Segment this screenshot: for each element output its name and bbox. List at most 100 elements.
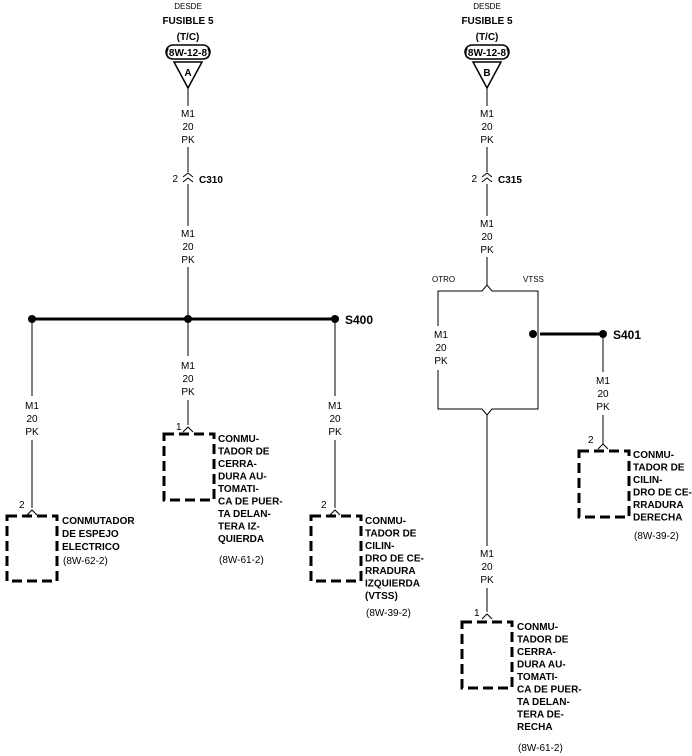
svg-text:M1: M1 <box>25 401 39 412</box>
svg-text:PK: PK <box>181 387 195 398</box>
splice-s401-label: S401 <box>613 328 641 342</box>
svg-text:20: 20 <box>182 242 194 253</box>
cyl-right-ref: (8W-39-2) <box>634 531 679 542</box>
c310-pin: 2 <box>172 174 178 185</box>
wire-label-b-2: M1 20 PK <box>480 219 494 256</box>
lock-right-ref: (8W-61-2) <box>518 743 563 754</box>
source-a-circuit: (T/C) <box>177 32 200 43</box>
svg-text:20: 20 <box>481 122 493 133</box>
c310-name: C310 <box>199 175 223 186</box>
splice-s401-dot-right <box>599 330 607 338</box>
option-bracket-bottom <box>437 404 539 416</box>
source-b-fuse: FUSIBLE 5 <box>461 16 513 27</box>
svg-text:20: 20 <box>435 343 447 354</box>
svg-text:20: 20 <box>329 414 341 425</box>
svg-text:M1: M1 <box>596 376 610 387</box>
svg-text:20: 20 <box>182 374 194 385</box>
svg-text:M1: M1 <box>434 330 448 341</box>
svg-text:M1: M1 <box>480 109 494 120</box>
lockr-pin: 1 <box>474 608 480 619</box>
c310-chevron-top <box>182 172 194 178</box>
wire-label-lockl: M1 20 PK <box>181 361 195 398</box>
svg-text:20: 20 <box>182 122 194 133</box>
svg-text:M1: M1 <box>328 401 342 412</box>
mirror-switch-label: CONMUTADOR DE ESPEJO ELECTRICO <box>62 516 137 553</box>
c310-chevron-bottom <box>182 177 194 183</box>
source-a-from: DESDE <box>174 2 202 11</box>
source-a-letter: A <box>184 68 191 79</box>
splice-dot-center <box>184 315 192 323</box>
wire-label-lockr: M1 20 PK <box>480 549 494 586</box>
source-a-triangle <box>172 61 204 90</box>
svg-text:20: 20 <box>597 389 609 400</box>
splice-s400-label: S400 <box>345 313 373 327</box>
source-b-letter: B <box>483 68 490 79</box>
source-b-circuit: (T/C) <box>476 32 499 43</box>
svg-text:M1: M1 <box>181 361 195 372</box>
source-a-fuse: FUSIBLE 5 <box>162 16 214 27</box>
wire-label-otro: M1 20 PK <box>434 330 448 367</box>
lock-right-label: CONMU- TADOR DE CERRA- DURA AU- TOMATI- … <box>517 622 584 733</box>
option-bracket-top <box>437 284 539 296</box>
cyll-pin: 2 <box>321 500 327 511</box>
cyl-left-box <box>309 514 363 583</box>
source-b-ref-oval <box>464 44 510 60</box>
svg-text:20: 20 <box>26 414 38 425</box>
c315-pin: 2 <box>471 174 477 185</box>
c315-chevron-bottom <box>481 177 493 183</box>
lockl-terminal-chevron <box>182 426 194 433</box>
svg-text:20: 20 <box>481 562 493 573</box>
wire-label-cyll: M1 20 PK <box>328 401 342 438</box>
wire-label-a-1: M1 20 PK <box>181 109 195 146</box>
svg-text:PK: PK <box>25 427 39 438</box>
svg-text:M1: M1 <box>181 109 195 120</box>
cyl-left-ref: (8W-39-2) <box>366 608 411 619</box>
svg-text:PK: PK <box>480 135 494 146</box>
option-label-otro: OTRO <box>432 275 455 284</box>
connector-c315: 2 C315 <box>471 172 522 186</box>
source-b-triangle <box>471 61 503 90</box>
cylr-pin: 2 <box>588 435 594 446</box>
c315-chevron-top <box>481 172 493 178</box>
svg-text:PK: PK <box>181 135 195 146</box>
option-label-vtss: VTSS <box>523 275 544 284</box>
wire-label-mirror: M1 20 PK <box>25 401 39 438</box>
lock-left-ref: (8W-61-2) <box>219 555 264 566</box>
svg-text:PK: PK <box>434 356 448 367</box>
source-b: DESDE FUSIBLE 5 (T/C) (8W-12-8) B <box>461 2 513 90</box>
source-a-ref: (8W-12-8) <box>166 48 211 59</box>
svg-text:M1: M1 <box>480 219 494 230</box>
svg-text:20: 20 <box>481 232 493 243</box>
wire-label-a-2: M1 20 PK <box>181 229 195 266</box>
lock-right-box <box>460 620 514 690</box>
svg-text:PK: PK <box>596 402 610 413</box>
svg-text:PK: PK <box>328 427 342 438</box>
cyll-terminal-chevron <box>329 509 341 516</box>
mirror-switch-box <box>5 514 59 583</box>
source-a-ref-oval <box>165 44 211 60</box>
svg-text:M1: M1 <box>181 229 195 240</box>
lock-left-label: CONMU- TADOR DE CERRA- DURA AU- TOMATI- … <box>218 434 285 545</box>
splice-s401-dot-left <box>529 330 537 338</box>
cyl-right-box <box>577 449 631 519</box>
wire-label-cylr: M1 20 PK <box>596 376 610 413</box>
cylr-terminal-chevron <box>597 443 609 450</box>
mirror-terminal-chevron <box>26 509 38 516</box>
svg-text:PK: PK <box>181 255 195 266</box>
mirror-switch-ref: (8W-62-2) <box>63 556 108 567</box>
c315-name: C315 <box>498 175 522 186</box>
cyl-right-label: CONMU- TADOR DE CILIN- DRO DE CE- RRADUR… <box>633 450 692 524</box>
lock-left-box <box>162 432 216 502</box>
splice-dot-right <box>331 315 339 323</box>
svg-text:PK: PK <box>480 575 494 586</box>
source-b-from: DESDE <box>473 2 501 11</box>
cyl-left-label: CONMU- TADOR DE CILIN- DRO DE CE- RRADUR… <box>365 516 427 602</box>
connector-c310: 2 C310 <box>172 172 223 186</box>
svg-text:PK: PK <box>480 245 494 256</box>
splice-dot-left <box>28 315 36 323</box>
lockl-pin: 1 <box>176 422 182 433</box>
mirror-pin: 2 <box>19 500 25 511</box>
source-a: DESDE FUSIBLE 5 (T/C) (8W-12-8) A <box>162 2 214 90</box>
source-b-ref: (8W-12-8) <box>465 48 510 59</box>
